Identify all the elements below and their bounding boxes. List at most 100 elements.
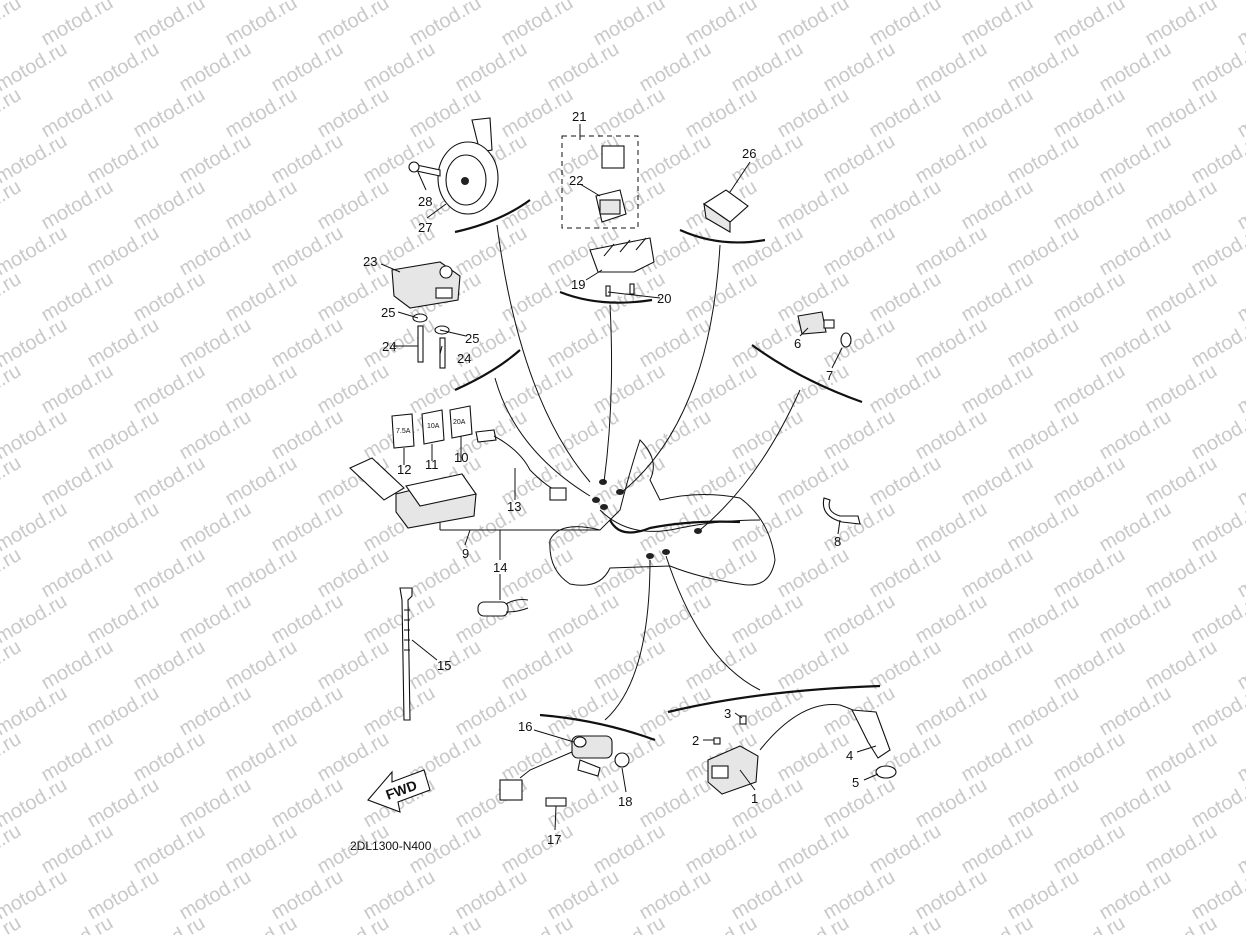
watermark-text: motod.ru <box>176 774 255 833</box>
watermark-text: motod.ru <box>1096 590 1175 649</box>
watermark-text: motod.ru <box>498 912 577 935</box>
watermark-text: motod.ru <box>498 728 577 787</box>
watermark-text: motod.ru <box>38 360 117 419</box>
watermark-text: motod.ru <box>728 222 807 281</box>
watermark-text: motod.ru <box>1050 268 1129 327</box>
watermark-text: motod.ru <box>544 38 623 97</box>
watermark-text: motod.ru <box>0 176 25 235</box>
watermark-text: motod.ru <box>452 590 531 649</box>
watermark-text: motod.ru <box>774 544 853 603</box>
watermark-text: motod.ru <box>1234 452 1246 511</box>
watermark-text: motod.ru <box>912 682 991 741</box>
callout-23: 23 <box>363 254 377 269</box>
watermark-text: motod.ru <box>820 590 899 649</box>
watermark-text: motod.ru <box>130 452 209 511</box>
watermark-text: motod.ru <box>314 912 393 935</box>
watermark-text: motod.ru <box>84 130 163 189</box>
watermark-text: motod.ru <box>682 820 761 879</box>
watermark-text: motod.ru <box>268 38 347 97</box>
watermark-text: motod.ru <box>958 820 1037 879</box>
watermark-text: motod.ru <box>866 544 945 603</box>
fuse-20a-label: 20A <box>453 419 466 426</box>
watermark-text: motod.ru <box>38 176 117 235</box>
callout-24b: 24 <box>457 351 471 366</box>
fwd-arrow <box>367 769 431 813</box>
watermark-text: motod.ru <box>866 84 945 143</box>
watermark-text: motod.ru <box>0 360 25 419</box>
watermark-text: motod.ru <box>222 636 301 695</box>
callout-3: 3 <box>724 706 731 721</box>
watermark-text: motod.ru <box>728 498 807 557</box>
watermark-text: motod.ru <box>1188 130 1246 189</box>
watermark-text: motod.ru <box>1096 774 1175 833</box>
watermark-text: motod.ru <box>1142 176 1221 235</box>
watermark-text: motod.ru <box>1142 360 1221 419</box>
watermark-text: motod.ru <box>636 38 715 97</box>
watermark-text: motod.ru <box>590 912 669 935</box>
watermark-text: motod.ru <box>636 866 715 925</box>
watermark-text: motod.ru <box>774 84 853 143</box>
callout-10: 10 <box>454 450 468 465</box>
watermark-text: motod.ru <box>958 360 1037 419</box>
callout-18: 18 <box>618 794 632 809</box>
watermark-text: motod.ru <box>636 590 715 649</box>
watermark-text: motod.ru <box>268 682 347 741</box>
watermark-text: motod.ru <box>0 84 25 143</box>
watermark-text: motod.ru <box>268 866 347 925</box>
watermark-text: motod.ru <box>682 360 761 419</box>
watermark-text: motod.ru <box>820 38 899 97</box>
watermark-text: motod.ru <box>1050 636 1129 695</box>
watermark-text: motod.ru <box>130 912 209 935</box>
watermark-text: motod.ru <box>176 130 255 189</box>
watermark-text: motod.ru <box>38 452 117 511</box>
watermark-text: motod.ru <box>176 38 255 97</box>
watermark-text: motod.ru <box>130 360 209 419</box>
watermark-text: motod.ru <box>912 222 991 281</box>
watermark-text: motod.ru <box>682 636 761 695</box>
watermark-text: motod.ru <box>820 498 899 557</box>
watermark-text: motod.ru <box>1096 130 1175 189</box>
watermark-text: motod.ru <box>38 268 117 327</box>
watermark-text: motod.ru <box>1096 406 1175 465</box>
watermark-text: motod.ru <box>314 360 393 419</box>
watermark-text: motod.ru <box>1234 0 1246 50</box>
watermark-text: motod.ru <box>728 590 807 649</box>
watermark-text: motod.ru <box>1050 544 1129 603</box>
callout-12: 12 <box>397 462 411 477</box>
callout-13: 13 <box>507 499 521 514</box>
watermark-text: motod.ru <box>1142 268 1221 327</box>
watermark-text: motod.ru <box>958 268 1037 327</box>
watermark-text: motod.ru <box>1234 728 1246 787</box>
watermark-text: motod.ru <box>912 130 991 189</box>
callout-2: 2 <box>692 733 699 748</box>
watermark-text: motod.ru <box>84 774 163 833</box>
connector-14 <box>477 599 529 617</box>
watermark-text: motod.ru <box>590 820 669 879</box>
watermark-text: motod.ru <box>958 544 1037 603</box>
watermark-text: motod.ru <box>0 544 25 603</box>
watermark-text: motod.ru <box>176 406 255 465</box>
relay-bracket <box>589 237 655 297</box>
watermark-text: motod.ru <box>774 728 853 787</box>
watermark-text: motod.ru <box>268 130 347 189</box>
watermark-text: motod.ru <box>268 314 347 373</box>
watermark-text: motod.ru <box>222 268 301 327</box>
watermark-text: motod.ru <box>0 0 25 50</box>
watermark-text: motod.ru <box>866 912 945 935</box>
watermark-text: motod.ru <box>636 406 715 465</box>
watermark-text: motod.ru <box>636 774 715 833</box>
watermark-text: motod.ru <box>38 636 117 695</box>
callout-26: 26 <box>742 146 756 161</box>
watermark-text: motod.ru <box>360 682 439 741</box>
watermark-text: motod.ru <box>84 222 163 281</box>
callout-25a: 25 <box>381 305 395 320</box>
harness-points <box>592 479 702 559</box>
callout-6: 6 <box>794 336 801 351</box>
sensor-wire <box>475 429 567 501</box>
watermark-text: motod.ru <box>314 176 393 235</box>
watermark-text: motod.ru <box>452 866 531 925</box>
watermark-text: motod.ru <box>1234 636 1246 695</box>
fuse-7-5a-label: 7.5A <box>396 428 411 435</box>
watermark-text: motod.ru <box>406 84 485 143</box>
watermark-text: motod.ru <box>222 360 301 419</box>
